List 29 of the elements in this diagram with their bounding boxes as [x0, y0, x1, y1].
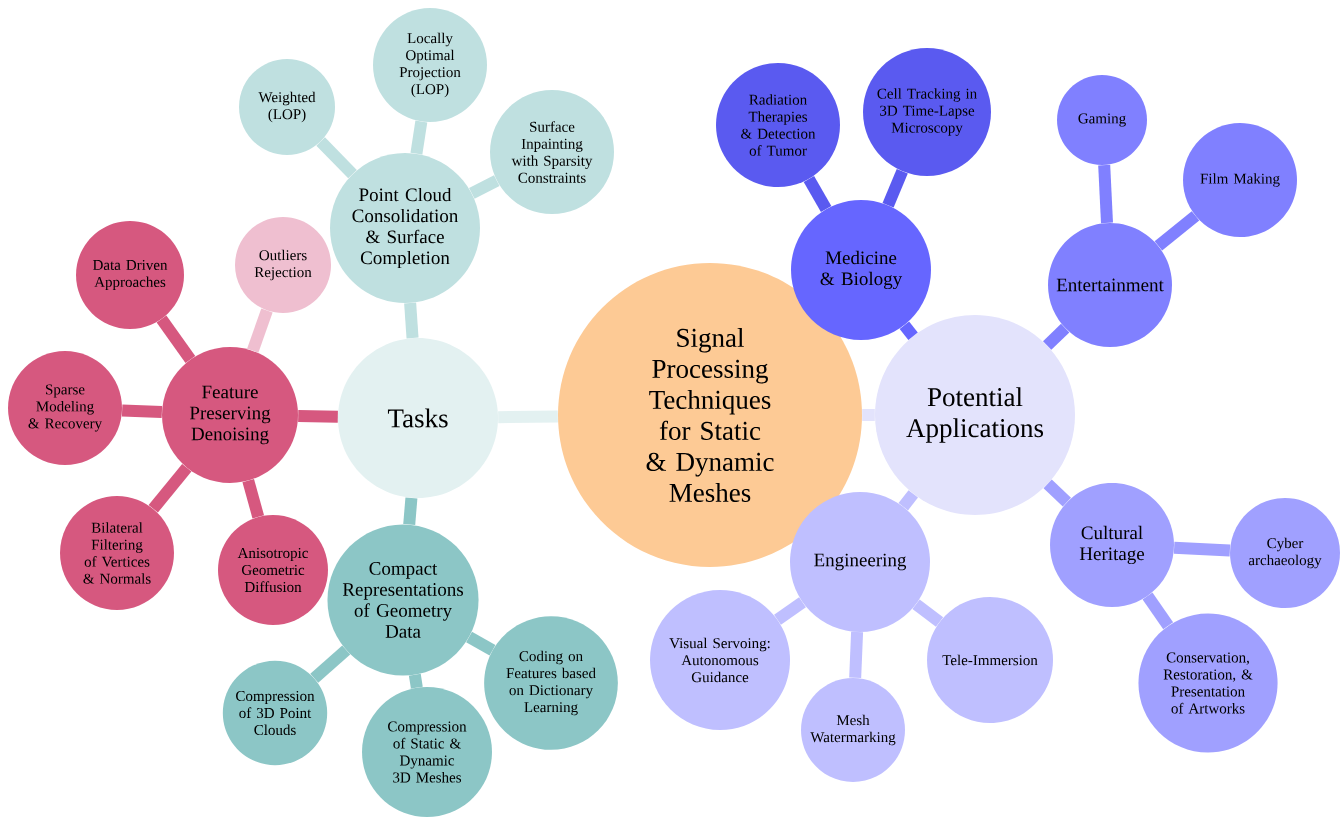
connector [899, 321, 918, 340]
connector [898, 490, 918, 511]
connector [1154, 211, 1200, 251]
connector [1142, 592, 1174, 630]
connector [1043, 323, 1070, 350]
connector [403, 497, 418, 525]
connector [803, 176, 832, 213]
connector [156, 315, 196, 363]
connector [849, 631, 864, 679]
connector [882, 168, 908, 208]
connector [408, 673, 423, 689]
connector [469, 175, 500, 199]
connector [121, 404, 163, 419]
connector [774, 597, 806, 625]
connector [1043, 479, 1071, 507]
connector [912, 599, 944, 627]
connector [862, 409, 875, 421]
connector [1098, 164, 1113, 224]
connector [466, 631, 496, 656]
connector [316, 137, 357, 179]
connector [148, 463, 192, 513]
connector [242, 479, 265, 519]
connector [404, 302, 419, 339]
connector [410, 120, 428, 155]
connector [498, 410, 558, 424]
connector [310, 645, 351, 683]
connector [1173, 541, 1231, 557]
connector [247, 308, 273, 353]
connector [298, 410, 338, 423]
